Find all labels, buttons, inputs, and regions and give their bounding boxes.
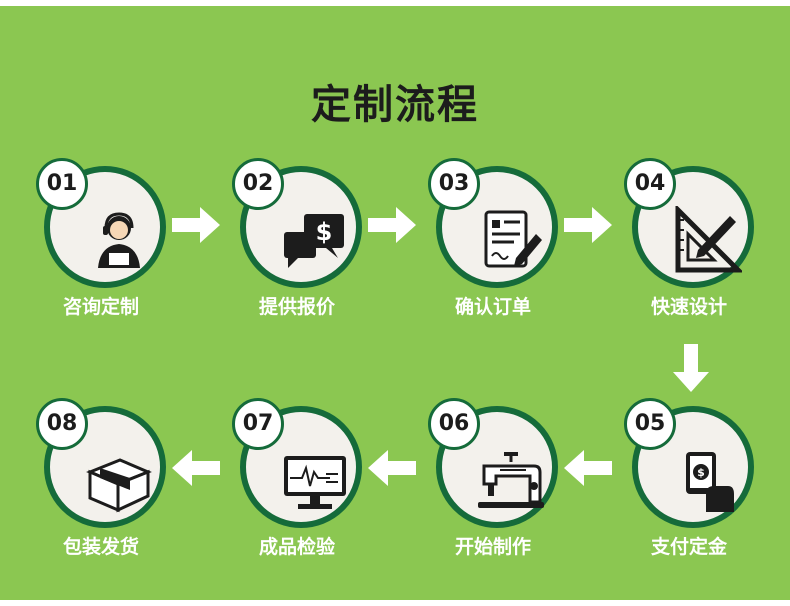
step-number: 04 bbox=[624, 158, 676, 210]
step-label: 成品检验 bbox=[258, 536, 335, 558]
diagram-canvas: 定制流程 01 咨询定制 $ 0 bbox=[0, 6, 790, 600]
step-07: 07 成品检验 bbox=[232, 398, 372, 588]
step-number: 07 bbox=[232, 398, 284, 450]
step-label: 快速设计 bbox=[650, 296, 727, 318]
customer-service-icon bbox=[98, 212, 140, 268]
step-number: 08 bbox=[36, 398, 88, 450]
arrow-left-icon bbox=[564, 450, 612, 486]
step-number: 06 bbox=[428, 398, 480, 450]
step-03: 03 确认订单 bbox=[428, 158, 568, 348]
package-box-icon bbox=[86, 458, 152, 513]
step-04: 04 快速设计 bbox=[624, 158, 764, 348]
step-circle: $ bbox=[240, 166, 362, 288]
svg-text:$: $ bbox=[316, 218, 333, 246]
step-label: 支付定金 bbox=[650, 536, 727, 558]
arrow-left-icon bbox=[368, 450, 416, 486]
step-08: 08 包装发货 bbox=[36, 398, 176, 588]
step-label: 确认订单 bbox=[454, 296, 531, 318]
arrow-left-icon bbox=[172, 450, 220, 486]
sewing-machine-icon bbox=[478, 452, 544, 508]
step-label: 提供报价 bbox=[258, 296, 335, 318]
page-title: 定制流程 bbox=[311, 82, 479, 128]
step-number: 03 bbox=[428, 158, 480, 210]
step-05: $ 05 支付定金 bbox=[624, 398, 764, 588]
step-06: 06 开始制作 bbox=[428, 398, 568, 588]
order-confirm-icon bbox=[484, 210, 542, 268]
step-number: 02 bbox=[232, 158, 284, 210]
step-circle: $ bbox=[632, 406, 754, 528]
design-tools-icon bbox=[675, 206, 742, 273]
step-circle bbox=[44, 166, 166, 288]
price-quote-icon: $ bbox=[284, 214, 344, 268]
step-label: 开始制作 bbox=[454, 536, 531, 558]
arrow-right-icon bbox=[368, 207, 416, 243]
step-number: 01 bbox=[36, 158, 88, 210]
step-label: 包装发货 bbox=[62, 536, 139, 558]
svg-text:$: $ bbox=[697, 466, 705, 479]
step-circle bbox=[44, 406, 166, 528]
arrow-right-icon bbox=[564, 207, 612, 243]
step-02: $ 02 提供报价 bbox=[232, 158, 372, 348]
step-number: 05 bbox=[624, 398, 676, 450]
arrow-down-icon bbox=[673, 344, 709, 392]
step-01: 01 咨询定制 bbox=[36, 158, 176, 348]
arrow-right-icon bbox=[172, 207, 220, 243]
payment-icon: $ bbox=[686, 452, 734, 512]
step-label: 咨询定制 bbox=[62, 296, 139, 318]
step-circle bbox=[436, 406, 558, 528]
monitor-inspection-icon bbox=[284, 456, 346, 509]
